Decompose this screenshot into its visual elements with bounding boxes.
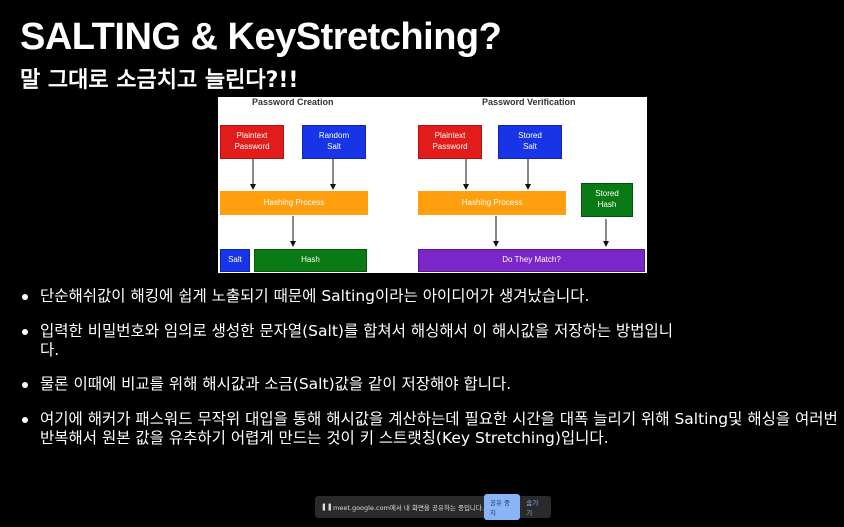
verification-header: Password Verification bbox=[482, 97, 576, 107]
salting-diagram: Password Creation Password Verification … bbox=[218, 97, 647, 273]
list-item: 물론 이때에 비교를 위해 해시값과 소금(Salt)값을 같이 저장해야 합니… bbox=[20, 375, 840, 394]
hashing-process-box: Hashing Process bbox=[220, 191, 368, 215]
hide-button[interactable]: 숨기기 bbox=[526, 499, 539, 517]
screen-share-bar: ❚❚ meet.google.com에서 내 화면을 공유하는 중입니다. 공유… bbox=[315, 494, 551, 520]
bullet-dot-icon bbox=[22, 329, 28, 335]
stop-sharing-button[interactable]: 공유 중지 bbox=[483, 494, 521, 520]
salt-box: Salt bbox=[220, 249, 250, 272]
creation-header: Password Creation bbox=[252, 97, 334, 107]
share-message: meet.google.com에서 내 화면을 공유하는 중입니다. bbox=[333, 504, 484, 512]
verify-hashing-process-box: Hashing Process bbox=[418, 191, 566, 215]
bullet-dot-icon bbox=[22, 382, 28, 388]
list-item: 여기에 해커가 패스워드 무작위 대입을 통해 해시값을 계산하는데 필요한 시… bbox=[20, 410, 840, 448]
diagram-arrows bbox=[250, 159, 609, 247]
list-item: 입력한 비밀번호와 임의로 생성한 문자열(Salt)를 합쳐서 해싱해서 이 … bbox=[20, 322, 680, 360]
plaintext-password-box: Plaintext Password bbox=[220, 125, 284, 159]
do-they-match-box: Do They Match? bbox=[418, 249, 645, 272]
bullet-dot-icon bbox=[22, 417, 28, 423]
bullet-dot-icon bbox=[22, 294, 28, 300]
pause-icon: ❚❚ bbox=[321, 503, 333, 511]
list-item: 단순해쉬값이 해킹에 쉽게 노출되기 때문에 Salting이라는 아이디어가 … bbox=[20, 287, 840, 306]
slide-title: SALTING & KeyStretching? bbox=[20, 16, 502, 58]
random-salt-box: Random Salt bbox=[302, 125, 366, 159]
verify-plaintext-password-box: Plaintext Password bbox=[418, 125, 482, 159]
stored-salt-box: Stored Salt bbox=[498, 125, 562, 159]
slide-subtitle: 말 그대로 소금치고 늘린다?!! bbox=[20, 68, 299, 93]
hash-box: Hash bbox=[254, 249, 367, 272]
stored-hash-box: Stored Hash bbox=[581, 183, 633, 217]
bullet-list: 단순해쉬값이 해킹에 쉽게 노출되기 때문에 Salting이라는 아이디어가 … bbox=[20, 287, 840, 448]
